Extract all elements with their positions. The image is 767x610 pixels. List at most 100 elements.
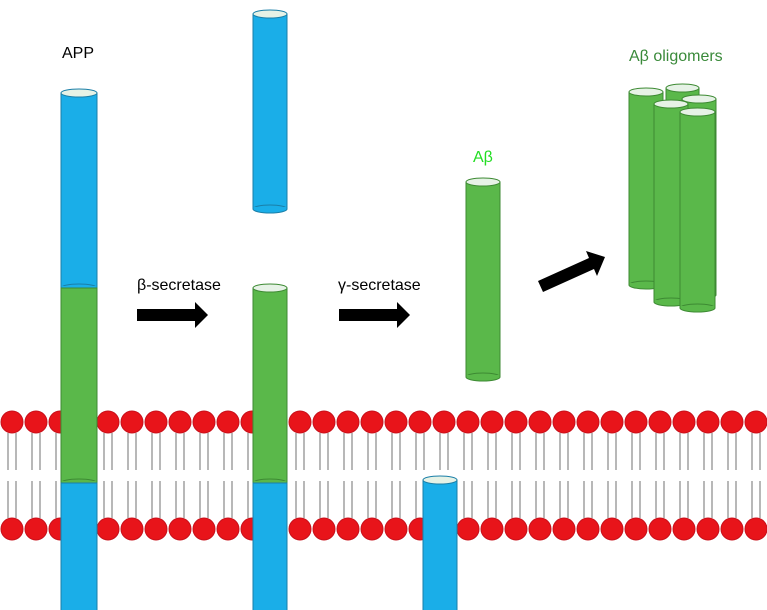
lipid-head [144,410,168,434]
c99-fragment [252,283,288,610]
lipid-head [504,410,528,434]
sapp-cylinder [252,9,288,214]
cylinder-seam [466,375,500,377]
lipid-head [168,517,192,541]
app-upper-domain [60,88,98,293]
cylinder-seam [253,481,287,483]
cylinder-seam [61,481,97,483]
lipid-head [360,517,384,541]
lipid-head [384,410,408,434]
c99-abeta-domain [252,283,288,488]
lipid-head [528,410,552,434]
oligomer-cylinder-5 [679,107,716,313]
cylinder-body [679,111,716,309]
cylinder-body [422,479,458,610]
lipid-head [648,410,672,434]
lipid-head [696,517,720,541]
lipid-head [336,517,360,541]
lipid-head [720,517,744,541]
cylinder-top [422,475,458,485]
cylinder-top [679,107,716,117]
lipid-head [456,517,480,541]
gamma-secretase-arrow [339,302,410,328]
cylinder-top [653,99,689,109]
lipid-head [456,410,480,434]
cylinder-body [60,287,98,484]
lipid-head [672,517,696,541]
lipid-head [408,410,432,434]
abeta-oligomer-cluster [628,83,717,313]
lipid-head [312,517,336,541]
lipid-head [432,410,456,434]
beta-secretase-label: β-secretase [137,277,221,294]
lipid-heads-outer-leaflet [0,410,767,434]
lipid-head [360,410,384,434]
lipid-head [720,410,744,434]
oligomerization-arrow [538,251,605,292]
abeta-label: Aβ [473,149,493,166]
lipid-head [336,410,360,434]
lipid-head [480,410,504,434]
lipid-head [168,410,192,434]
abeta-peptide [465,177,501,382]
lipid-head [384,517,408,541]
lipid-head [672,410,696,434]
lipid-head [744,517,767,541]
lipid-heads-inner-leaflet [0,517,767,541]
cylinder-body [252,482,288,610]
cylinder-seam [680,306,715,308]
aicd-cylinder [422,475,458,610]
lipid-head [144,517,168,541]
app-abeta-domain [60,287,98,488]
lipid-head [744,410,767,434]
aicd-fragment [422,475,458,610]
cylinder-body [252,13,288,210]
lipid-head [624,410,648,434]
lipid-head [192,517,216,541]
app-lower-domain [60,482,98,610]
cylinder-top [465,177,501,187]
cylinder-top [628,87,664,97]
beta-secretase-arrow [137,302,208,328]
lipid-head [216,517,240,541]
lipid-head [624,517,648,541]
cylinder-body [60,482,98,610]
lipid-head [192,410,216,434]
lipid-head [24,410,48,434]
soluble-app-fragment [252,9,288,214]
lipid-head [552,410,576,434]
lipid-head [24,517,48,541]
cylinder-top [681,94,717,104]
lipid-tails [7,433,761,518]
abeta-cylinder [465,177,501,382]
lipid-head [648,517,672,541]
lipid-head [0,410,24,434]
cylinder-top [252,9,288,19]
lipid-bilayer-membrane [0,410,767,541]
lipid-head [312,410,336,434]
app-label: APP [62,45,94,62]
lipid-head [288,517,312,541]
cylinder-seam [654,300,688,302]
lipid-head [528,517,552,541]
cylinder-seam [629,283,663,285]
lipid-head [0,517,24,541]
cylinder-body [252,287,288,484]
app-full-length [60,88,98,610]
lipid-head [696,410,720,434]
lipid-head [120,517,144,541]
lipid-head [96,517,120,541]
cylinder-top [60,88,98,98]
lipid-head [552,517,576,541]
lipid-head [576,410,600,434]
c99-lower-domain [252,482,288,610]
lipid-head [288,410,312,434]
lipid-head [504,517,528,541]
cylinder-body [60,92,98,289]
cylinder-seam [61,286,97,288]
lipid-head [480,517,504,541]
lipid-head [600,410,624,434]
lipid-head [96,410,120,434]
